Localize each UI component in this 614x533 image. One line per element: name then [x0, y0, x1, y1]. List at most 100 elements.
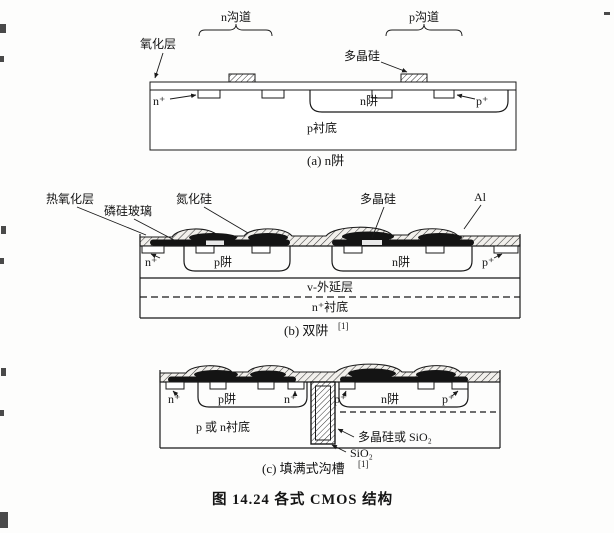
label-n-well: n阱	[381, 392, 399, 406]
label-oxide: 氧化层	[140, 37, 176, 51]
sd-region-box	[165, 381, 185, 390]
label-n-channel: n沟道	[221, 10, 251, 24]
label-poly: 多晶硅	[344, 49, 380, 63]
label-n-well: n阱	[360, 94, 378, 108]
nitride-leader	[203, 206, 249, 234]
label-trench-fill: 多晶硅或 SiO₂	[358, 430, 432, 444]
label-substrate: p 或 n衬底	[196, 419, 250, 434]
p-plus-leader-arrow	[451, 390, 459, 397]
sd-region-box	[197, 89, 221, 99]
scan-artifact	[1, 368, 6, 376]
poly-gate-right	[400, 73, 428, 83]
diagram-c-title: (c) 填满式沟槽	[262, 461, 345, 476]
sd-region-box	[209, 381, 227, 390]
trench-liner	[315, 385, 331, 441]
poly-leader-arrow	[380, 61, 408, 73]
psg-leader	[133, 218, 177, 242]
scan-artifact	[1, 226, 6, 234]
p-substrate-region	[149, 89, 517, 151]
nitride-bump	[348, 368, 396, 379]
al-leader	[463, 204, 482, 230]
poly-gate-left	[228, 73, 256, 83]
label-psg: 磷硅玻璃	[104, 203, 152, 218]
p-plus-leader-arrow	[493, 253, 503, 259]
n-well-outline	[338, 382, 469, 408]
nitride-bump	[418, 233, 462, 242]
scan-artifact	[0, 258, 4, 264]
p-well-outline	[183, 246, 291, 272]
n-plus-leader-arrow	[172, 390, 179, 397]
sd-region-box	[433, 89, 455, 99]
label-n-substrate: n⁺衬底	[312, 299, 348, 314]
label-p-well: p阱	[218, 392, 236, 406]
sd-region-box	[251, 245, 271, 254]
scan-artifact	[604, 12, 610, 15]
diagram-b-title-sup: [1]	[338, 321, 349, 331]
sd-region-box	[371, 89, 393, 99]
scan-artifact	[0, 24, 6, 33]
label-sio2: SiO₂	[350, 446, 373, 460]
label-p-channel: p沟道	[409, 10, 439, 24]
label-n-plus-left: n⁺	[168, 392, 180, 406]
poly-leader	[371, 206, 385, 239]
diagram-b: 热氧化层 磷硅玻璃 氮化硅 多晶硅 Al n⁺ p阱 n阱 p⁺ v-外延层 n…	[46, 190, 521, 338]
p-plus-leader-arrow	[456, 93, 476, 100]
nitride-bump	[189, 233, 237, 242]
label-n-plus: n⁺	[153, 94, 165, 108]
sio2-leader-arrow	[331, 444, 347, 453]
oxide-layer	[149, 81, 517, 91]
diagram-c: n⁺ p阱 n⁺ p⁺ n阱 p⁺ p 或 n衬底 多晶硅或 SiO₂ SiO₂…	[159, 363, 501, 476]
oxide-leader-arrow	[154, 52, 164, 79]
sd-region-box	[141, 245, 165, 254]
diagram-a-title: (a) n阱	[307, 153, 344, 168]
n-well-outline	[331, 246, 473, 272]
nitride-bump	[194, 370, 238, 379]
label-p-substrate: p衬底	[307, 120, 337, 135]
scan-artifacts	[0, 12, 610, 528]
scan-artifact	[0, 512, 8, 528]
nitride-bump	[248, 233, 288, 242]
sd-region-box	[257, 381, 275, 390]
trench-fill-leader-arrow	[337, 428, 355, 438]
poly-gate	[206, 240, 224, 245]
nitride-bump	[250, 370, 286, 379]
sd-region-box	[261, 89, 285, 99]
label-p-plus: p⁺	[476, 94, 488, 108]
sd-region-box	[493, 245, 519, 254]
label-al: Al	[474, 190, 487, 204]
label-p-plus-right: p⁺	[442, 392, 454, 406]
sd-region-box	[451, 381, 469, 390]
sd-region-box	[338, 381, 356, 390]
label-p-well: p阱	[214, 255, 232, 269]
label-n-well: n阱	[392, 255, 410, 269]
n-well-outline	[309, 90, 509, 113]
label-epi-layer: v-外延层	[307, 280, 353, 294]
p-plus-leader-arrow	[341, 390, 347, 397]
scan-artifact	[0, 410, 4, 416]
label-n-plus: n⁺	[145, 255, 157, 269]
nitride-bump	[342, 231, 394, 242]
thermal-oxide-leader	[76, 206, 147, 236]
sd-region-box	[425, 245, 445, 254]
n-plus-leader-arrow	[169, 93, 197, 100]
p-channel-brace	[385, 23, 463, 37]
label-nitride: 氮化硅	[176, 191, 212, 206]
sd-region-box	[195, 245, 215, 254]
nitride-bump	[416, 370, 456, 379]
scan-artifact	[0, 56, 4, 62]
label-thermal-oxide: 热氧化层	[46, 192, 94, 206]
diagram-b-title: (b) 双阱	[284, 323, 328, 338]
trench	[310, 381, 336, 445]
poly-gate	[362, 240, 382, 245]
n-plus-leader-arrow	[150, 253, 161, 259]
label-p-plus-mid: p⁺	[334, 392, 346, 406]
sd-region-box	[343, 245, 363, 254]
label-n-plus-mid: n⁺	[284, 392, 296, 406]
n-channel-brace	[198, 23, 273, 37]
p-well-outline	[197, 382, 308, 408]
label-p-plus: p⁺	[482, 255, 494, 269]
sd-region-box	[417, 381, 435, 390]
label-poly: 多晶硅	[360, 192, 396, 206]
